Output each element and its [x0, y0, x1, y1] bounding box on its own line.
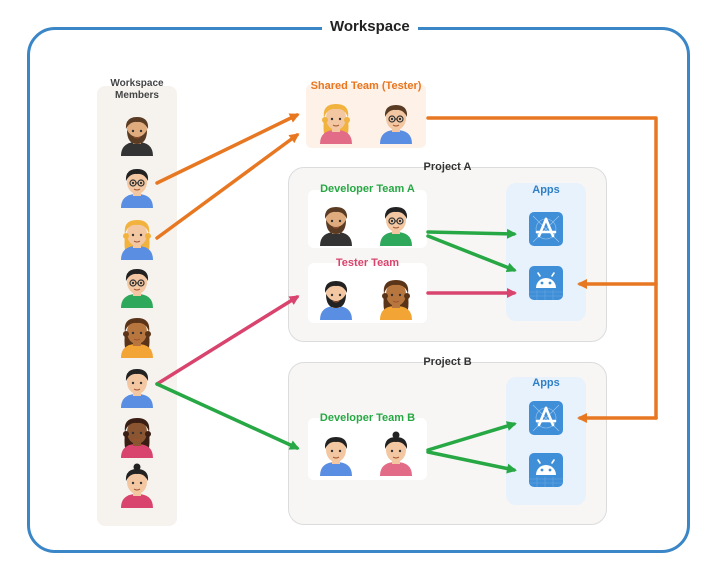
arrow-member6-to-devb: [155, 382, 300, 450]
member-7-avatar: [117, 412, 157, 463]
shared-tester-2-avatar: [376, 98, 416, 149]
shared-tester-1-avatar: [316, 98, 356, 149]
dev-a-1-avatar: [316, 200, 356, 251]
project-a-apps-title: Apps: [532, 184, 560, 196]
tester-a-1-avatar: [316, 274, 356, 325]
dev-b-1-avatar: [316, 430, 356, 481]
member-6-avatar: [117, 362, 157, 413]
dev-a-2-avatar: [376, 200, 416, 251]
member-8-avatar: [117, 462, 157, 513]
tester-a-2-avatar: [376, 274, 416, 325]
arrow-devb-to-android-b: [426, 450, 517, 474]
arrow-deva-to-appstore-a: [426, 228, 517, 239]
developer-team-a-title: Developer Team A: [320, 183, 415, 195]
orange-bus: [426, 116, 658, 420]
shared-team-title: Shared Team (Tester): [310, 80, 422, 92]
project-b-apps-title: Apps: [532, 377, 560, 389]
members-title-line1: Workspace: [110, 78, 164, 89]
member-5-avatar: [117, 312, 157, 363]
member-3-avatar: [117, 214, 157, 265]
developer-team-b-title: Developer Team B: [319, 412, 416, 424]
members-title-line2: Members: [115, 90, 159, 101]
dev-b-2-avatar: [376, 430, 416, 481]
android-icon: [529, 266, 563, 300]
workspace-title: Workspace: [322, 15, 418, 39]
project-a-title: Project A: [423, 161, 472, 173]
member-2-avatar: [117, 162, 157, 213]
workspace-members-title: Workspace Members: [97, 78, 177, 102]
app-store-icon: [529, 401, 563, 435]
arrow-member6-to-tester: [155, 295, 300, 386]
app-store-icon: [529, 212, 563, 246]
arrow-deva-to-android-a: [426, 234, 517, 273]
tester-team-title: Tester Team: [335, 257, 400, 269]
android-icon: [529, 453, 563, 487]
member-1-avatar: [117, 110, 157, 161]
project-b-title: Project B: [423, 356, 472, 368]
arrow-member2-to-shared: [155, 113, 300, 185]
arrow-member3-to-shared: [155, 133, 300, 240]
member-4-avatar: [117, 262, 157, 313]
arrow-devb-to-appstore-b: [426, 421, 517, 452]
